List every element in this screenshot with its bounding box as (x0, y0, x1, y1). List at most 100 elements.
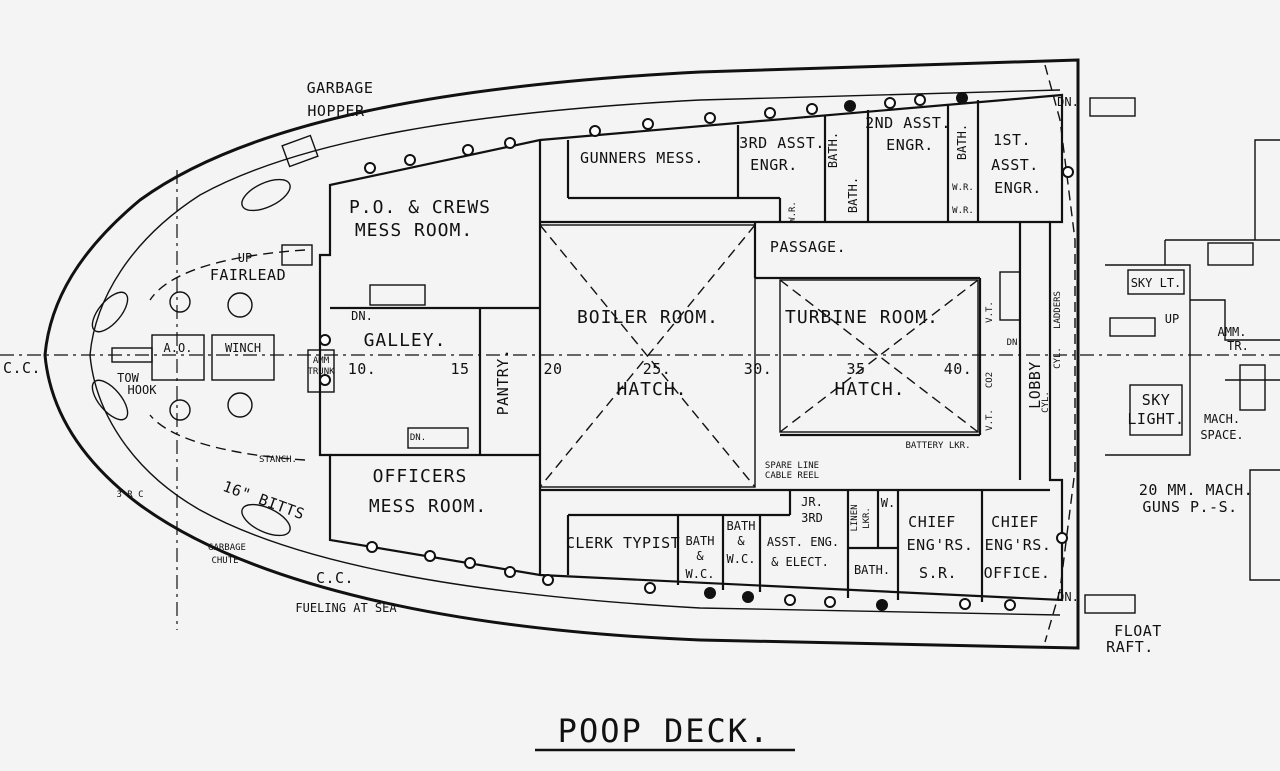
label-skylt: SKY LT. (1131, 276, 1182, 290)
label-cyl-1: CYL. (1053, 347, 1063, 369)
label-3rc: 3 R C (116, 490, 143, 500)
label-amm-tr-2: TR. (1227, 339, 1249, 353)
label-second-asst-engr-2: ENGR. (886, 136, 934, 154)
bollard-icon (169, 399, 191, 421)
label-chief-engrs-sr-3: S.R. (919, 564, 957, 582)
label-bath-4: BATH. (854, 563, 890, 577)
label-amm-trunk-2: TRUNK (307, 367, 335, 377)
label-officers-mess-2: MESS ROOM. (369, 496, 487, 517)
deckhouse-wall (318, 93, 1064, 602)
label-float-raft-1: FLOAT (1114, 622, 1162, 640)
label-chief-engrs-office-3: OFFICE. (984, 564, 1051, 582)
chock-4 (241, 503, 291, 537)
label-po-crews-mess-2: MESS ROOM. (355, 220, 473, 241)
label-passage: PASSAGE. (770, 238, 846, 256)
label-dn-pantry: DN. (410, 433, 426, 443)
label-jr-3rd-2: 3RD (801, 511, 823, 525)
label-linen-lkr-2: LKR. (862, 507, 872, 529)
label-mach-space-2: SPACE. (1200, 428, 1243, 442)
label-first-asst-engr-1: 1ST. (993, 131, 1031, 149)
label-winch: WINCH (225, 341, 261, 355)
aft-structure (1105, 139, 1280, 581)
label-guns-1: 20 MM. MACH. (1139, 481, 1253, 499)
label-asst-eng-elect-1: ASST. ENG. (767, 535, 839, 549)
skylight-small-box (1127, 269, 1185, 295)
label-co2: CO2 (985, 372, 995, 388)
hull-outer (43, 58, 1080, 650)
label-fairlead: FAIRLEAD (210, 266, 286, 284)
label-up-fwd: UP (238, 251, 252, 265)
label-hatch-1: HATCH. (616, 379, 687, 400)
label-second-asst-engr-1: 2ND ASST. (865, 114, 951, 132)
label-mach-space-1: MACH. (1204, 412, 1240, 426)
diagram-title: POOP DECK. (558, 712, 771, 750)
winch-drum-bottom (227, 392, 253, 418)
label-bitts: 16" BITTS (220, 477, 307, 523)
label-vt-1: V.T. (985, 301, 995, 323)
label-dn-galley: DN. (351, 309, 373, 323)
label-jr-3rd-1: JR. (801, 495, 823, 509)
label-wr-1: W.R. (788, 201, 798, 223)
label-spare-line-2: CABLE REEL (765, 471, 819, 481)
label-guns-2: GUNS P.-S. (1142, 498, 1237, 516)
stairs (281, 97, 1254, 614)
label-bath-1: BATH. (826, 132, 840, 168)
chock-2 (91, 291, 129, 333)
chock-3 (91, 379, 129, 421)
label-asst-eng-elect-2: & ELECT. (771, 555, 829, 569)
label-chief-engrs-sr-1: CHIEF (908, 513, 956, 531)
label-battery-lkr: BATTERY LKR. (905, 441, 970, 451)
label-garbage-hopper-1: GARBAGE (307, 79, 374, 97)
labels: GARBAGE HOPPER UP FAIRLEAD A.O. WINCH TO… (3, 79, 1253, 656)
label-gunners-mess: GUNNERS MESS. (580, 149, 704, 167)
label-ladders: LADDERS (1053, 291, 1063, 329)
label-ao: A.O. (164, 341, 193, 355)
label-cyl-2: CYL. (1041, 391, 1051, 413)
label-bath-2: BATH. (846, 177, 860, 213)
label-lobby: LOBBY (1026, 361, 1044, 409)
label-dn-lobby: DN (1007, 338, 1018, 348)
label-tow-hook-2: HOOK (128, 383, 158, 397)
label-first-asst-engr-2: ASST. (991, 156, 1039, 174)
frame-number: 20 (543, 360, 562, 378)
label-up-aft: UP (1165, 312, 1179, 326)
label-boiler-room: BOILER ROOM. (577, 307, 719, 328)
frame-numbers: 10. 15 20 25. 30. 35 40. (348, 360, 972, 378)
garbage-hopper-box (281, 134, 319, 168)
winch-drum-top (227, 292, 253, 318)
label-stanch: STANCH. (259, 455, 297, 465)
label-sky-light-2: LIGHT. (1127, 410, 1184, 428)
label-amm-trunk-1: AMM (313, 356, 330, 366)
label-pantry: PANTRY. (494, 349, 512, 416)
label-garbage-chute-2: CHUTE (211, 556, 238, 566)
skylight-box (1129, 384, 1183, 436)
label-first-asst-engr-3: ENGR. (994, 179, 1042, 197)
label-fueling-at-sea: FUELING AT SEA (295, 601, 397, 615)
fairlead-icon (169, 291, 191, 313)
label-po-crews-mess-1: P.O. & CREWS (349, 197, 491, 218)
frame-number: 10. (348, 360, 377, 378)
label-galley: GALLEY. (364, 330, 447, 351)
label-tow-hook-1: TOW (117, 371, 139, 385)
tow-hook-plate (111, 347, 153, 363)
label-linen-lkr-1: LINEN (850, 504, 860, 531)
label-bath-wc-2c: W.C. (727, 552, 756, 566)
label-wr-2: W.R. (952, 183, 974, 193)
label-dn-bottom-right: DN. (1057, 590, 1079, 604)
label-bath-wc-1c: W.C. (686, 567, 715, 581)
label-clerk-typist: CLERK TYPIST (566, 534, 680, 552)
label-cc-bottom: C.C. (316, 569, 354, 587)
mach-space-box (1239, 364, 1266, 411)
label-third-asst-engr-2: ENGR. (750, 156, 798, 174)
label-third-asst-engr-1: 3RD ASST. (739, 134, 825, 152)
label-vt-2: V.T. (985, 409, 995, 431)
chock-1 (241, 178, 291, 212)
label-bath-wc-2b: & (737, 534, 745, 548)
label-turbine-room: TURBINE ROOM. (785, 307, 939, 328)
label-sky-light-1: SKY (1142, 391, 1171, 409)
label-garbage-hopper-2: HOPPER (307, 102, 365, 120)
label-cc-left-edge: C.C. (3, 359, 41, 377)
hull-dashed-inner (149, 249, 306, 461)
label-hatch-2: HATCH. (834, 379, 905, 400)
